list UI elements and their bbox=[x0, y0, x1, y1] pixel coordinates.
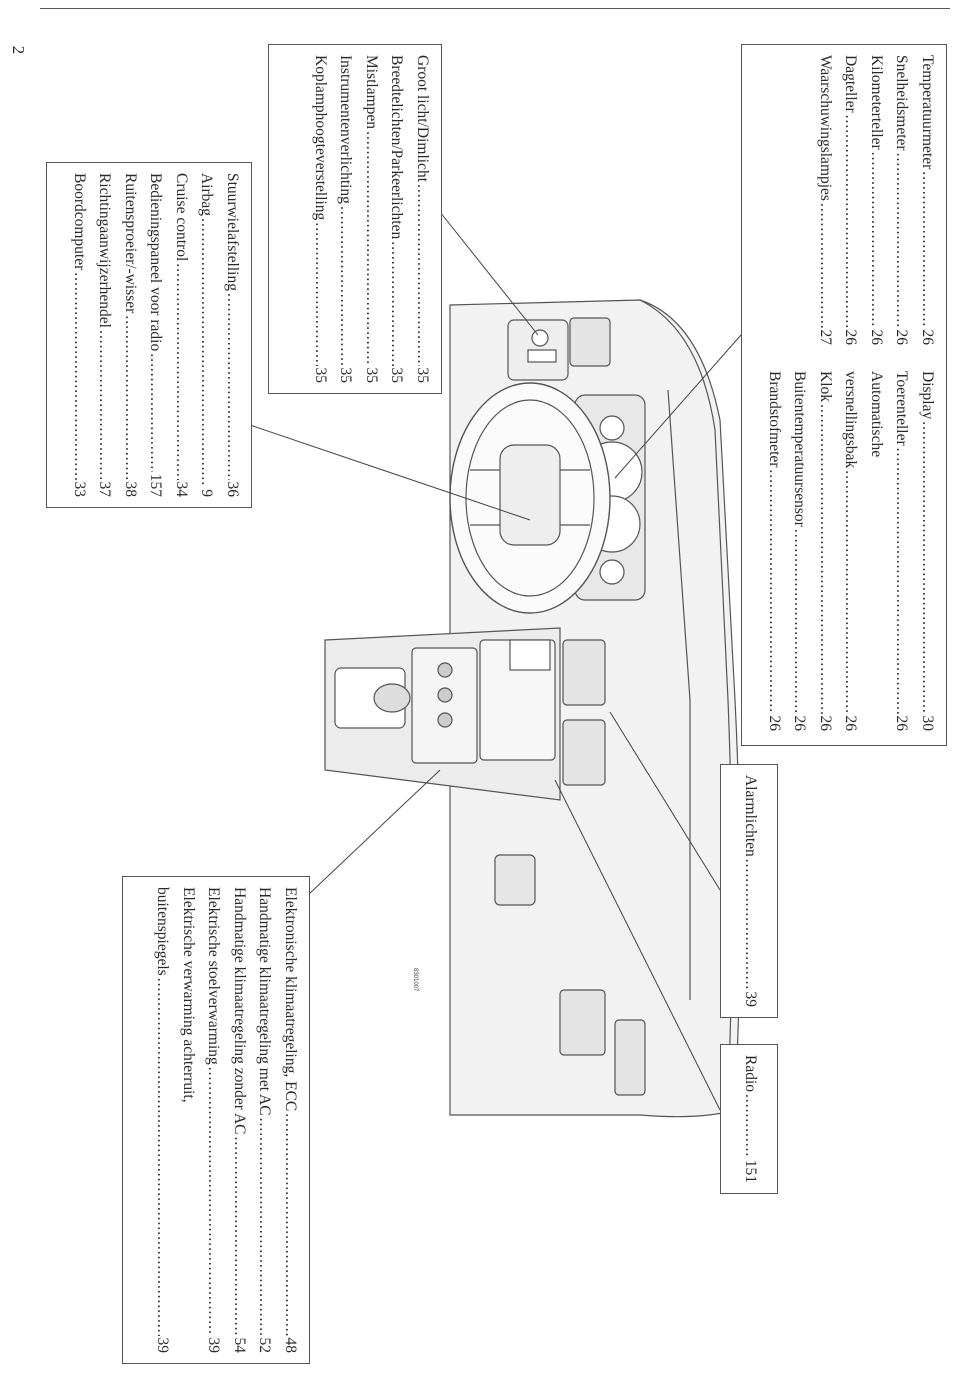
callout-steering: Stuurwielafstelling36 Airbag9 Cruise con… bbox=[46, 162, 252, 508]
gauges-columns: Temperatuurmeter26 Snelheidsmeter26 Kilo… bbox=[762, 55, 941, 735]
climate-knob-2 bbox=[437, 687, 453, 703]
list-item: Alarmlichten39 bbox=[738, 775, 764, 1007]
passenger-vent bbox=[559, 989, 606, 1056]
list-item: Ruitensproeier/-wisser38 bbox=[118, 173, 144, 497]
list-item: Instrumentenverlichting35 bbox=[333, 55, 359, 383]
leader-radio bbox=[554, 779, 721, 1111]
figure-code: 8301007 bbox=[412, 968, 418, 992]
glovebox-latch bbox=[494, 854, 536, 906]
radio-display bbox=[509, 639, 551, 671]
steering-wheel-spokes bbox=[470, 469, 590, 526]
list-item: Automatische bbox=[868, 371, 885, 458]
callout-gauges: Temperatuurmeter26 Snelheidsmeter26 Kilo… bbox=[741, 44, 947, 746]
list-item: Airbag9 bbox=[194, 173, 220, 497]
climate-panel bbox=[411, 647, 478, 764]
list-item: buitenspiegels39 bbox=[150, 887, 176, 1353]
list-item: Elektrische stoelverwarming39 bbox=[201, 887, 227, 1353]
list-item: Buitentemperatuursensor26 bbox=[787, 371, 813, 731]
list-item: versnellingsbak26 bbox=[838, 371, 864, 731]
callout-steering-content: Stuurwielafstelling36 Airbag9 Cruise con… bbox=[47, 163, 251, 507]
list-item: Snelheidsmeter26 bbox=[889, 55, 915, 345]
callout-lights: Groot licht/Dimlicht35 Breedtelichten/Pa… bbox=[268, 44, 442, 394]
light-knob-row bbox=[527, 349, 557, 363]
climate-knob-3 bbox=[437, 712, 453, 728]
list-item: Stuurwielafstelling36 bbox=[220, 173, 246, 497]
light-knob bbox=[531, 329, 549, 347]
callout-climate: Elektronische klimaatregeling, ECC48 Han… bbox=[122, 876, 310, 1364]
callout-radio-content: Radio151 bbox=[721, 1045, 777, 1193]
center-vent-right bbox=[562, 719, 606, 786]
callout-hazard: Alarmlichten39 bbox=[720, 764, 778, 1018]
list-item: Boordcomputer33 bbox=[67, 173, 93, 497]
list-item: Groot licht/Dimlicht35 bbox=[410, 55, 436, 383]
list-item: Breedtelichten/Parkeerlichten35 bbox=[384, 55, 410, 383]
windshield-edge bbox=[667, 389, 691, 1000]
leader-lights bbox=[439, 211, 539, 336]
center-vent-left bbox=[562, 639, 606, 706]
gauge-temperature bbox=[599, 415, 625, 441]
list-item: Dagteller26 bbox=[838, 55, 864, 345]
gauges-col1: Temperatuurmeter26 Snelheidsmeter26 Kilo… bbox=[762, 55, 941, 345]
top-rule bbox=[40, 8, 950, 9]
left-vent bbox=[569, 317, 611, 367]
list-item: Toerenteller26 bbox=[889, 371, 915, 731]
gear-shifter-knob bbox=[373, 683, 411, 713]
leader-hazard bbox=[609, 711, 721, 891]
callout-gauges-content: Temperatuurmeter26 Snelheidsmeter26 Kilo… bbox=[742, 45, 946, 745]
list-item: Richtingaanwijzerhendel37 bbox=[92, 173, 118, 497]
callout-lights-content: Groot licht/Dimlicht35 Breedtelichten/Pa… bbox=[269, 45, 441, 393]
leader-climate bbox=[307, 769, 441, 896]
callout-radio: Radio151 bbox=[720, 1044, 778, 1194]
list-item: Elektronische klimaatregeling, ECC48 bbox=[278, 887, 304, 1353]
gauges-col2: Display30 Toerenteller26 Automatische ve… bbox=[762, 371, 941, 731]
list-item: Brandstofmeter26 bbox=[762, 371, 788, 731]
side-vent bbox=[614, 1019, 646, 1096]
list-item: Elektrische verwarming achterruit, bbox=[180, 887, 197, 1103]
leader-steering bbox=[249, 424, 531, 521]
list-item: Bedieningspaneel voor radio157 bbox=[143, 173, 169, 497]
list-item: Display30 bbox=[915, 371, 941, 731]
list-item: Cruise control34 bbox=[169, 173, 195, 497]
callout-climate-content: Elektronische klimaatregeling, ECC48 Han… bbox=[123, 877, 309, 1363]
leader-gauges bbox=[614, 334, 742, 479]
list-item: Handmatige klimaatregeling zonder AC54 bbox=[227, 887, 253, 1353]
climate-knob-1 bbox=[437, 662, 453, 678]
list-item: Handmatige klimaatregeling met AC52 bbox=[252, 887, 278, 1353]
gauge-fuel bbox=[599, 559, 625, 585]
list-item: Radio151 bbox=[738, 1055, 764, 1183]
callout-hazard-content: Alarmlichten39 bbox=[721, 765, 777, 1017]
list-item: Waarschuwingslampjes27 bbox=[813, 55, 839, 345]
list-item: Mistlampen35 bbox=[359, 55, 385, 383]
list-item: Temperatuurmeter26 bbox=[915, 55, 941, 345]
steering-wheel-hub bbox=[499, 444, 561, 546]
list-item: Koplamphoogteverstelling35 bbox=[308, 55, 334, 383]
list-item: Klok26 bbox=[813, 371, 839, 731]
list-item: Kilometerteller26 bbox=[864, 55, 890, 345]
